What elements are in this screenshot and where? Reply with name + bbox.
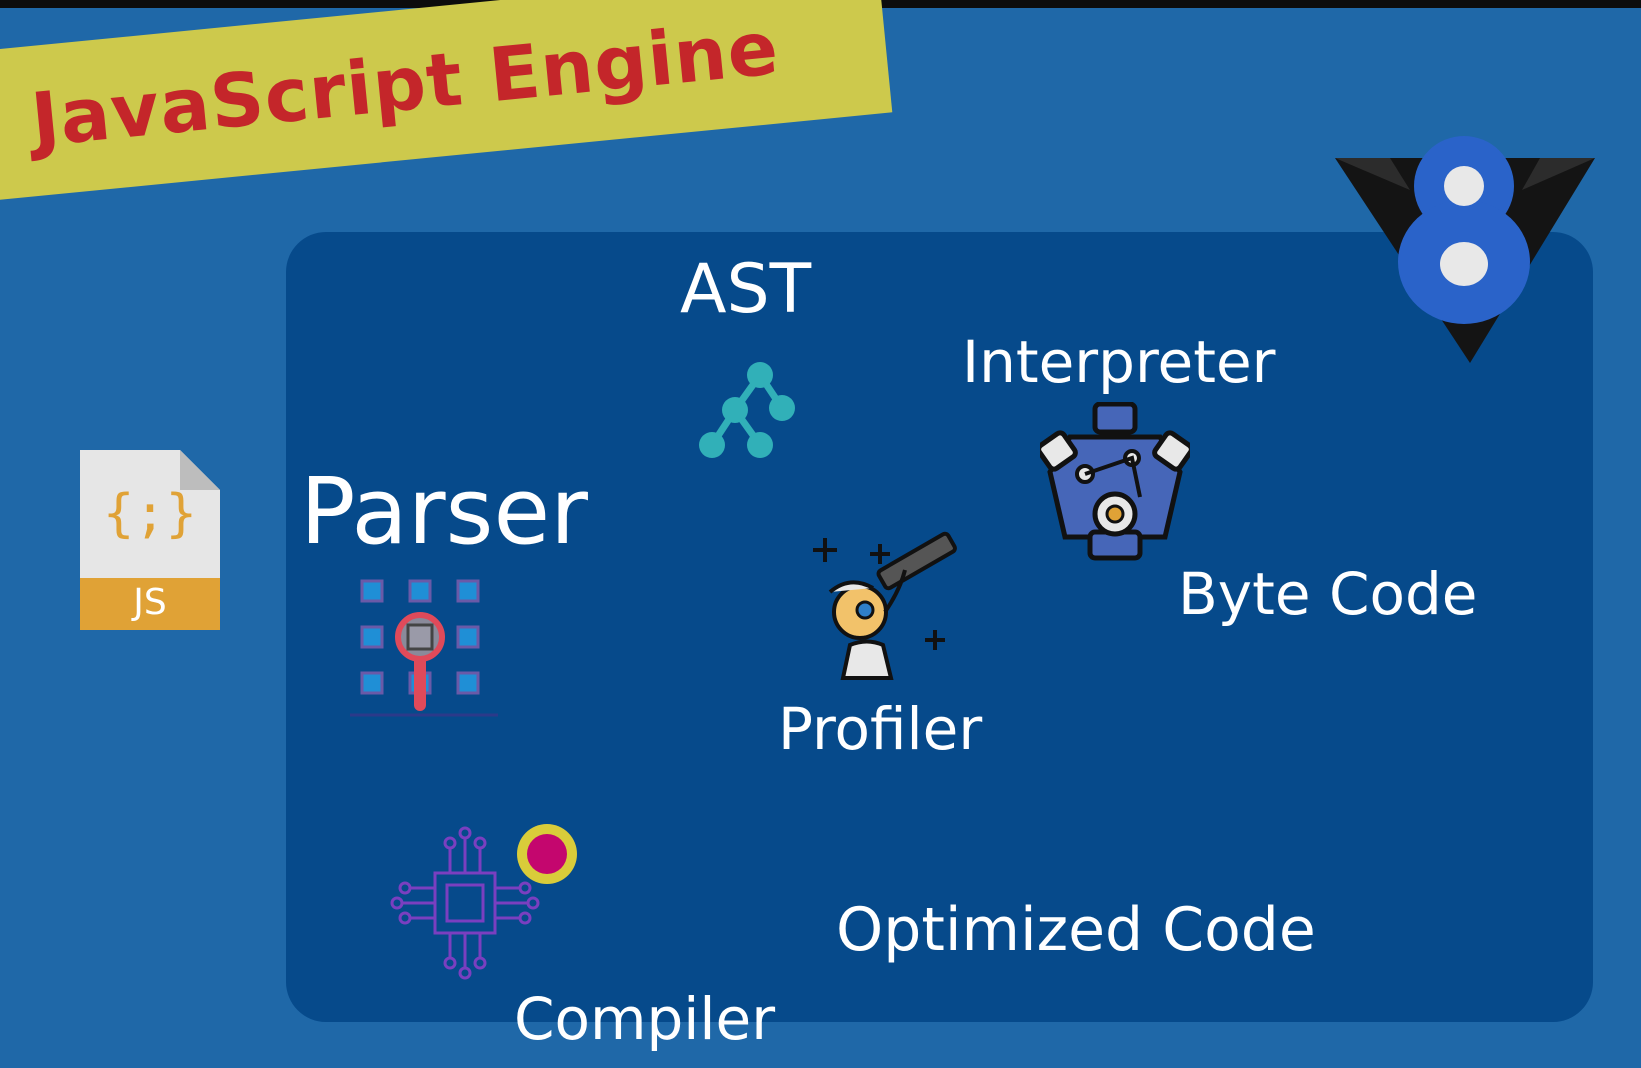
v8-logo-icon [1330, 128, 1600, 368]
profiler-label: Profiler [778, 695, 982, 763]
byte-code-label: Byte Code [1178, 560, 1477, 628]
js-file-glyph: {;} [80, 484, 220, 544]
js-file-icon: {;} JS [80, 450, 220, 630]
interpreter-label: Interpreter [962, 328, 1275, 396]
circuit-chip-icon [390, 818, 590, 1008]
optimized-code-label: Optimized Code [836, 895, 1316, 965]
tree-graph-icon [690, 355, 810, 465]
grid-magnifier-icon [350, 575, 500, 725]
js-file-label: JS [80, 582, 220, 623]
parser-label: Parser [300, 458, 588, 565]
engine-icon [1040, 402, 1190, 562]
scientist-telescope-icon [805, 530, 965, 680]
ast-label: AST [680, 250, 811, 329]
compiler-label: Compiler [514, 985, 775, 1053]
